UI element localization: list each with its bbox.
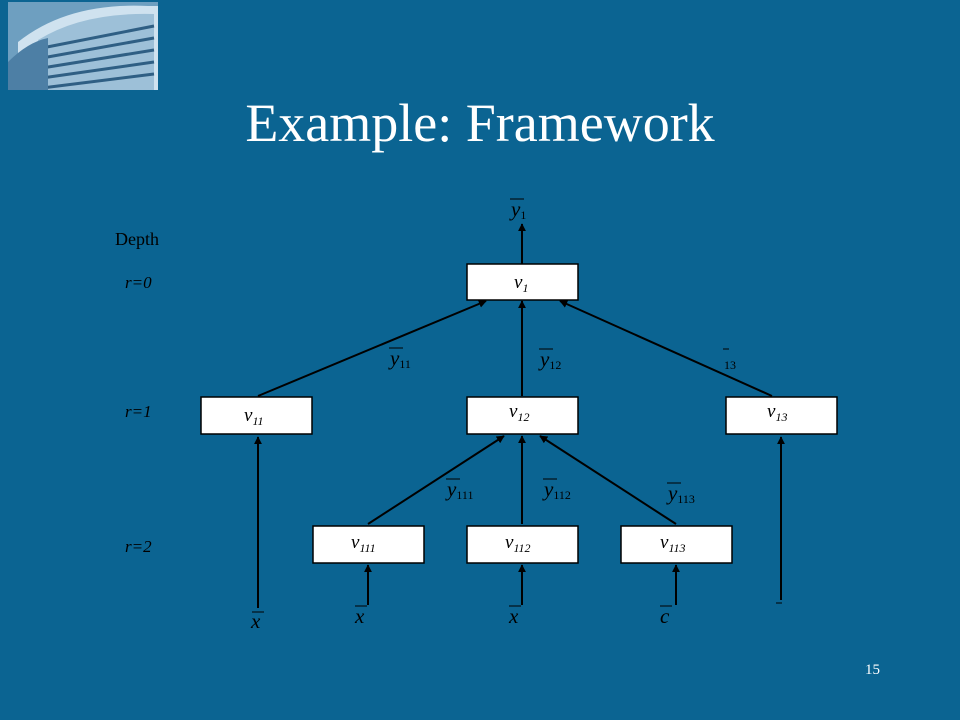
node-v113: v113 [620, 525, 733, 564]
svg-text:y12: y12 [538, 347, 561, 372]
node-v1: v1 [466, 263, 579, 301]
svg-text:y11: y11 [388, 346, 411, 371]
depth-title: Depth [115, 229, 159, 249]
svg-text:v111: v111 [351, 532, 376, 555]
edge-label-y111: y111 [445, 477, 473, 502]
depth-level-0: r=0 [125, 273, 152, 292]
svg-text:x: x [250, 609, 261, 633]
svg-text:v112: v112 [505, 532, 531, 555]
edge-v13-v1 [559, 300, 773, 397]
slide-title: Example: Framework [245, 93, 715, 153]
input-label-v113: c [660, 604, 672, 628]
svg-text:v113: v113 [660, 532, 686, 555]
edge-label-y12: y12 [538, 347, 561, 372]
svg-text:x: x [354, 604, 365, 628]
building-logo-icon [8, 2, 158, 90]
edge-v113-v12 [539, 435, 677, 525]
input-label-v112: x [508, 604, 521, 628]
svg-text:y112: y112 [542, 477, 571, 502]
input-label-v11: x [250, 609, 264, 633]
svg-text:c: c [660, 604, 670, 628]
node-v13: v13 [725, 396, 838, 435]
svg-text:v12: v12 [509, 401, 529, 424]
svg-text:y111: y111 [445, 477, 473, 502]
edges [254, 223, 785, 608]
page-number: 15 [865, 662, 880, 678]
edge-v111-v12 [367, 435, 505, 525]
edge-label-y1: y1 [509, 197, 526, 222]
svg-text:v1: v1 [514, 272, 528, 295]
svg-text:v11: v11 [244, 405, 264, 428]
edge-label-y113: y113 [666, 481, 695, 506]
edge-label-y13: 13 [723, 348, 736, 372]
edge-label-y112: y112 [542, 477, 571, 502]
svg-text:x: x [508, 604, 519, 628]
node-v112: v112 [466, 525, 579, 564]
svg-text:13: 13 [724, 358, 736, 372]
svg-text:v13: v13 [767, 401, 787, 424]
edge-v11-v1 [257, 300, 487, 397]
node-v111: v111 [312, 525, 425, 564]
input-label-v111: x [354, 604, 367, 628]
depth-level-1: r=1 [125, 402, 152, 421]
edge-label-y11: y11 [388, 346, 411, 371]
node-v11: v11 [200, 396, 313, 435]
depth-level-2: r=2 [125, 537, 152, 556]
svg-text:y113: y113 [666, 481, 695, 506]
node-v12: v12 [466, 396, 579, 435]
svg-text:y1: y1 [509, 197, 526, 222]
